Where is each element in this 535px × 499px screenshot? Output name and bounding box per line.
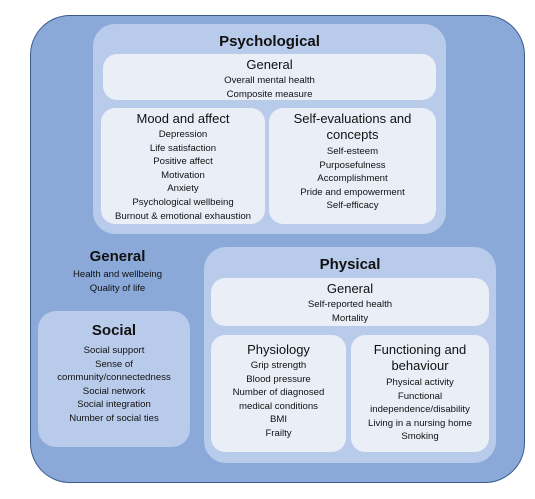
social-group: Social Social support Sense of community… [38,311,190,447]
list-item: Burnout & emotional exhaustion [115,210,251,222]
list-item: independence/disability [370,404,470,416]
general-list: Health and wellbeing Quality of life [45,268,190,295]
mood-affect-list: Depression Life satisfaction Positive af… [101,128,265,223]
list-item: Motivation [161,169,205,181]
list-item: Purposefulness [319,159,386,171]
physical-general-box: General Self-reported health Mortality [211,278,489,326]
list-item: Depression [158,129,208,140]
functioning-title: Functioning and behaviour [351,342,489,374]
self-evaluations-title-line-2: concepts [326,127,379,142]
list-item: Health and wellbeing [72,269,163,280]
list-item: Quality of life [89,282,146,294]
physical-title: Physical [319,256,381,273]
physiology-title: Physiology [247,342,310,357]
list-item: Smoking [401,431,439,443]
functioning-title-line-1: Functioning and [373,342,467,357]
list-item: Social integration [77,399,151,411]
list-item: Self-efficacy [326,200,379,212]
psychological-general-box: General Overall mental health Composite … [103,54,436,100]
list-item: Number of social ties [69,412,159,424]
list-item: Living in a nursing home [368,417,472,429]
list-item: medical conditions [239,400,318,412]
list-item: Positive affect [153,156,213,168]
list-item: Mortality [331,312,369,324]
list-item: Frailty [265,427,292,439]
general-group: General Health and wellbeing Quality of … [45,248,190,298]
psychological-general-list: Overall mental health Composite measure [103,74,436,101]
physical-general-list: Self-reported health Mortality [211,298,489,325]
list-item: Accomplishment [317,173,388,185]
list-item: Anxiety [167,183,199,195]
list-item: Psychological wellbeing [132,196,234,208]
list-item: Grip strength [250,360,307,371]
self-evaluations-title-line-1: Self-evaluations and [293,111,412,126]
mood-affect-title: Mood and affect [136,111,230,126]
list-item: Overall mental health [224,75,315,86]
list-item: Self-esteem [326,146,379,157]
physical-general-title: General [326,281,374,296]
general-title: General [89,248,146,265]
list-item: Self-reported health [307,299,393,310]
self-evaluations-list: Self-esteem Purposefulness Accomplishmen… [269,145,436,213]
list-item: Life satisfaction [149,142,217,154]
list-item: BMI [269,414,288,426]
functioning-list: Physical activity Functional independenc… [351,376,489,444]
list-item: Social support [83,345,145,356]
social-title: Social [91,322,137,339]
list-item: Blood pressure [246,373,311,385]
list-item: Pride and empowerment [300,186,405,198]
list-item: Number of diagnosed [232,387,325,399]
self-evaluations-box: Self-evaluations and concepts Self-estee… [269,108,436,224]
social-list: Social support Sense of community/connec… [38,344,190,426]
list-item: Physical activity [386,377,454,388]
psychological-title: Psychological [219,33,320,50]
physiology-box: Physiology Grip strength Blood pressure … [211,335,346,452]
list-item: Composite measure [226,88,313,100]
functioning-title-line-2: behaviour [391,358,449,373]
psychological-general-title: General [246,57,293,72]
self-evaluations-title: Self-evaluations and concepts [269,111,436,143]
list-item: Social network [82,385,146,397]
physical-group: Physical General Self-reported health Mo… [204,247,496,463]
list-item: community/connectedness [57,372,171,384]
physiology-list: Grip strength Blood pressure Number of d… [211,359,346,441]
list-item: Sense of [95,358,133,370]
psychological-group: Psychological General Overall mental hea… [93,24,446,234]
functioning-box: Functioning and behaviour Physical activ… [351,335,489,452]
list-item: Functional [397,390,443,402]
mood-affect-box: Mood and affect Depression Life satisfac… [101,108,265,224]
